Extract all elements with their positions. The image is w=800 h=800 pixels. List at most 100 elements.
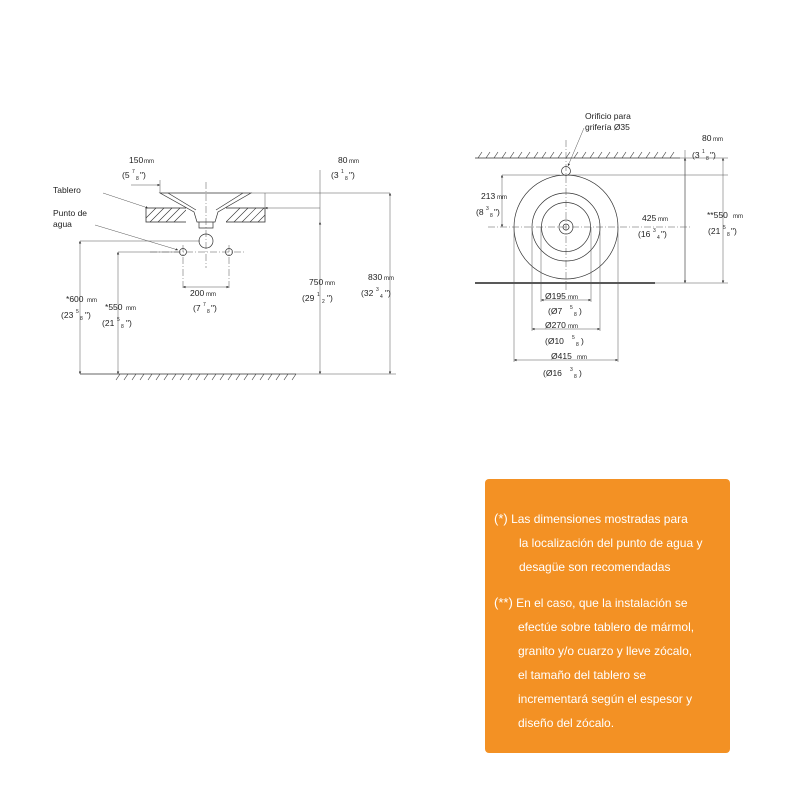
- dim-425-inch: (16: [638, 229, 651, 239]
- note-2-mark: (**): [494, 595, 513, 610]
- dim-80-top-close: "): [710, 150, 716, 160]
- dim-750-num: 1: [317, 292, 320, 298]
- note-2-text-5: incrementará según el espesor y: [518, 692, 693, 706]
- dim-80-side-close: "): [349, 170, 355, 180]
- dim-200-den: 8: [207, 309, 210, 315]
- dim-213-value: 213: [481, 191, 495, 201]
- dim-550-top-inch: (21: [708, 226, 721, 236]
- dim-213-den: 8: [490, 213, 493, 219]
- label-punto-line1: Punto de: [53, 208, 87, 218]
- top-view: Orificio para grifería Ø35 80 mm (3 1 8 …: [475, 111, 743, 380]
- dim-830-value: 830: [368, 272, 382, 282]
- dim-195-inch: (Ø7: [548, 306, 562, 316]
- dim-425-close: "): [661, 229, 667, 239]
- dim-750-inch: (29: [302, 293, 315, 303]
- side-floor: [80, 373, 297, 381]
- dim-550-top-close: "): [731, 226, 737, 236]
- dim-80-side-num: 1: [341, 169, 344, 175]
- top-wall: [475, 151, 680, 159]
- dim-550-side-num: 5: [117, 317, 120, 323]
- dim-150-value: 150: [129, 155, 143, 165]
- note-1-mark: (*): [494, 511, 508, 526]
- dim-550-top-num: 5: [723, 225, 726, 231]
- label-tablero: Tablero: [53, 185, 81, 195]
- dim-80-top-inch: (3: [692, 150, 700, 160]
- technical-drawing: Tablero Punto de agua 150 mm (5 7 8 ") 8…: [53, 111, 743, 381]
- dim-600-inch: (23: [61, 310, 74, 320]
- dim-550-top-den: 8: [727, 232, 730, 238]
- note-2-text-4: el tamaño del tablero se: [518, 668, 647, 682]
- note-2-text-3: granito y/o cuarzo y lleve zócalo,: [518, 644, 693, 658]
- dim-600-num: 5: [76, 309, 79, 315]
- note-1-text-1: Las dimensiones mostradas para: [511, 512, 688, 526]
- side-view: Tablero Punto de agua 150 mm (5 7 8 ") 8…: [53, 155, 396, 381]
- dim-80-top-value: 80: [702, 133, 712, 143]
- dim-550-side-inch: (21: [102, 318, 115, 328]
- dim-200-inch: (7: [193, 303, 201, 313]
- dim-200-value: 200: [190, 288, 204, 298]
- dim-750-den: 2: [322, 299, 325, 305]
- note-1: (*) Las dimensiones mostradas para la lo…: [494, 507, 702, 579]
- dim-80-side-value: 80: [338, 155, 348, 165]
- dim-150-num: 7: [132, 169, 135, 175]
- dim-830-close: "): [385, 288, 391, 298]
- countertop: [145, 207, 266, 223]
- dim-150-close: "): [140, 170, 146, 180]
- dim-415-unit: mm: [577, 355, 587, 361]
- dim-200-unit: mm: [206, 292, 216, 298]
- label-orificio-line1: Orificio para: [585, 111, 631, 121]
- dim-195-close: ): [579, 306, 582, 316]
- label-punto-line2: agua: [53, 219, 72, 229]
- dim-150-den: 8: [136, 176, 139, 182]
- dim-270-num: 5: [572, 335, 575, 341]
- dim-415-den: 8: [574, 374, 577, 380]
- notes-box: (*) Las dimensiones mostradas para la lo…: [485, 479, 730, 753]
- dim-270-unit: mm: [568, 324, 578, 330]
- dim-415-inch: (Ø16: [543, 368, 562, 378]
- dim-415-value: Ø415: [551, 351, 572, 361]
- dim-750-close: "): [327, 293, 333, 303]
- dim-150-inch: (5: [122, 170, 130, 180]
- note-1-text-2: la localización del punto de agua y: [519, 536, 703, 550]
- dim-80-side-inch: (3: [331, 170, 339, 180]
- dim-195-num: 5: [570, 305, 573, 311]
- dim-213-unit: mm: [497, 195, 507, 201]
- dim-750-unit: mm: [325, 281, 335, 287]
- dim-550-top-unit: mm: [733, 214, 743, 220]
- dim-80-top-num: 1: [702, 149, 705, 155]
- dim-195-den: 8: [574, 312, 577, 318]
- dim-80-side-den: 8: [345, 176, 348, 182]
- dim-425-num: 3: [653, 228, 656, 234]
- dim-425-value: 425: [642, 213, 656, 223]
- dim-213-inch: (8: [476, 207, 484, 217]
- dim-425-unit: mm: [658, 217, 668, 223]
- dim-213-num: 3: [486, 206, 489, 212]
- dim-830-num: 3: [376, 287, 379, 293]
- dim-600-unit: mm: [87, 298, 97, 304]
- dim-200-num: 7: [203, 302, 206, 308]
- dim-425-den: 4: [657, 235, 660, 241]
- dim-600-close: "): [85, 310, 91, 320]
- dim-415-close: ): [579, 368, 582, 378]
- note-1-text-3: desagüe son recomendadas: [519, 560, 671, 574]
- note-2-text-2: efectúe sobre tablero de mármol,: [518, 620, 695, 634]
- dim-550-top-value: **550: [707, 210, 728, 220]
- dim-415-num: 3: [570, 367, 573, 373]
- dim-600-den: 8: [80, 316, 83, 322]
- dim-270-value: Ø270: [545, 320, 566, 330]
- dim-550-side-unit: mm: [126, 306, 136, 312]
- dim-550-side-close: "): [126, 318, 132, 328]
- dim-200-close: "): [211, 303, 217, 313]
- dim-600-value: *600: [66, 294, 84, 304]
- dim-830-inch: (32: [361, 288, 374, 298]
- dim-80-top-unit: mm: [713, 137, 723, 143]
- dim-750-value: 750: [309, 277, 323, 287]
- dim-195-value: Ø195: [545, 291, 566, 301]
- dim-270-close: ): [581, 336, 584, 346]
- dim-830-unit: mm: [384, 276, 394, 282]
- dim-80-side-unit: mm: [349, 159, 359, 165]
- dim-270-inch: (Ø10: [545, 336, 564, 346]
- note-2-text-1: En el caso, que la instalación se: [516, 596, 688, 610]
- dim-213-close: "): [494, 207, 500, 217]
- dim-830-den: 4: [380, 294, 383, 300]
